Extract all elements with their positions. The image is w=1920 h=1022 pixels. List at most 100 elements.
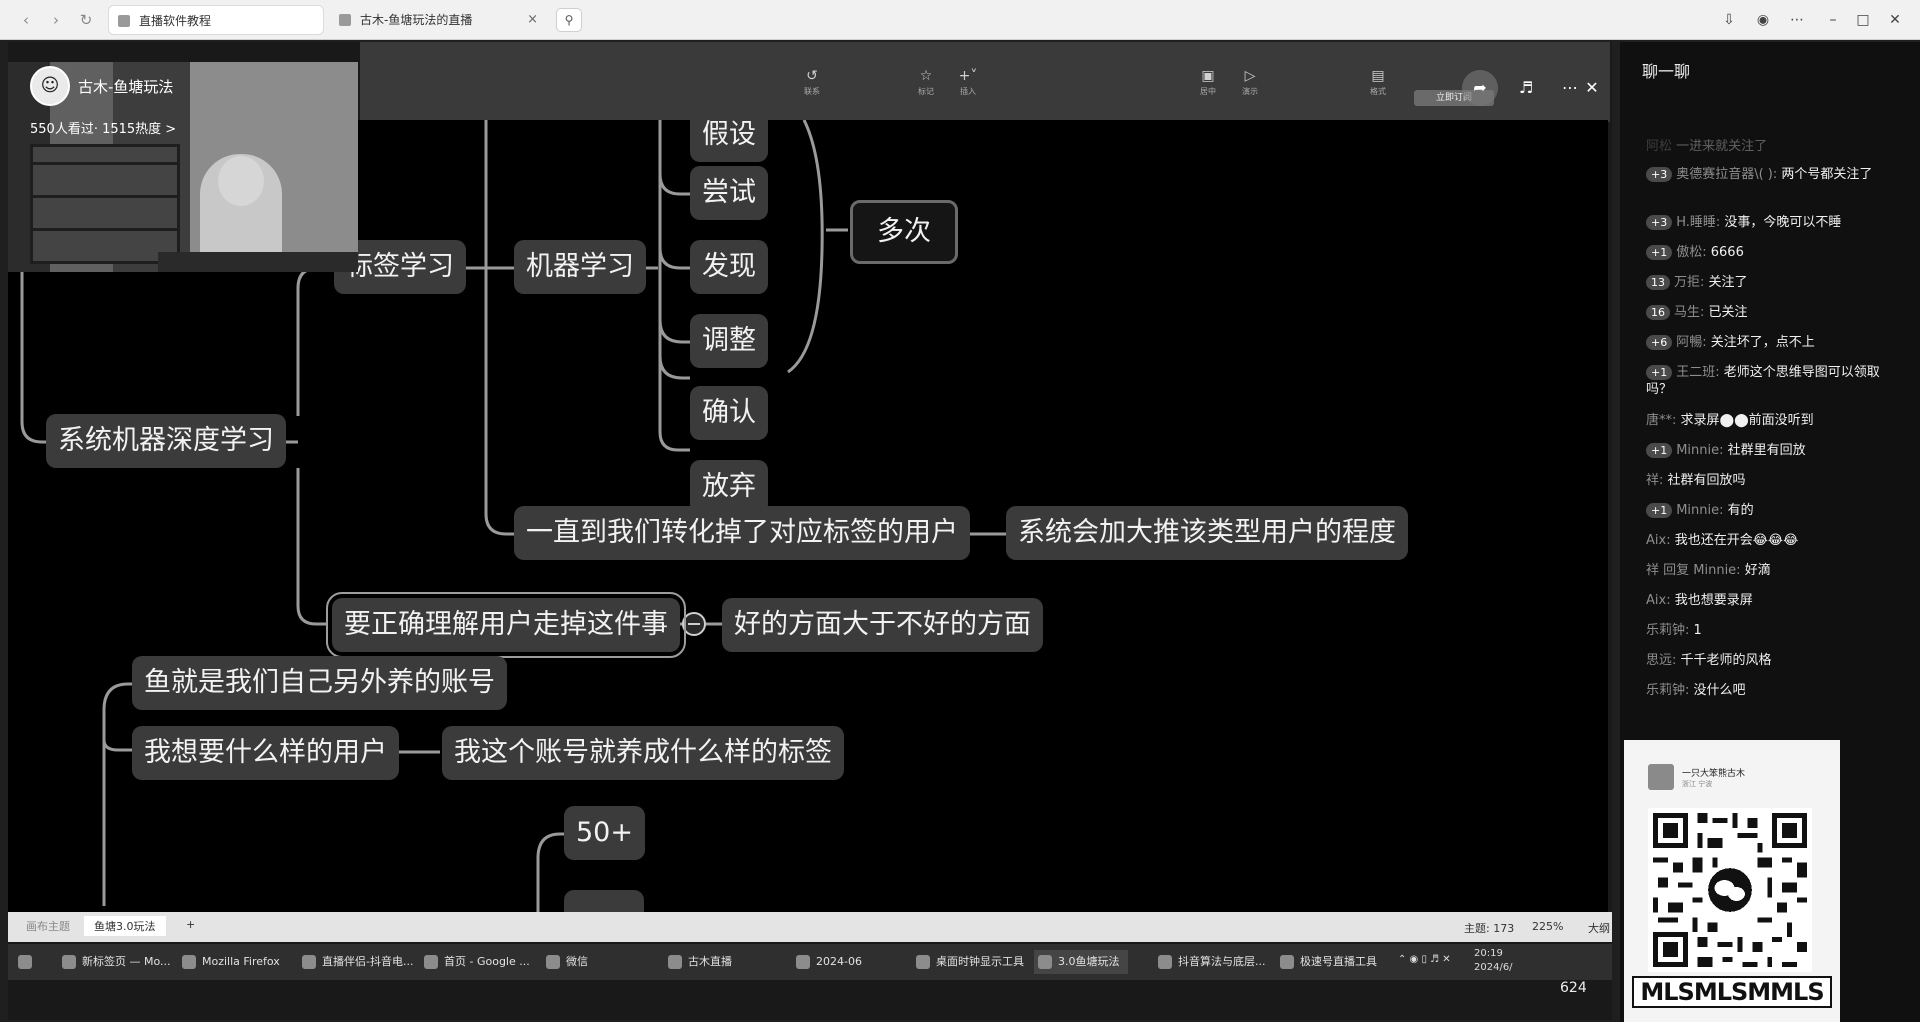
taskbar-item[interactable]: 直播伴侣-抖音电... [298, 950, 413, 974]
qr-owner-location: 浙江 宁波 [1682, 780, 1713, 788]
mindmap-node-until-converted[interactable]: 一直到我们转化掉了对应标签的用户 [514, 506, 970, 560]
clock-date: 2024/6/ [1474, 962, 1513, 973]
mindmap-node-system-deep-learning[interactable]: 系统机器深度学习 [46, 414, 286, 468]
reload-icon[interactable]: ↻ [79, 11, 93, 29]
forward-icon[interactable]: › [53, 11, 59, 29]
tool-center[interactable]: ▣居中 [1200, 68, 1216, 96]
taskbar-item[interactable]: 古木直播 [664, 950, 732, 974]
mindmap-node-account-tags[interactable]: 我这个账号就养成什么样的标签 [442, 726, 844, 780]
zoom-level[interactable]: 225% [1532, 920, 1564, 933]
download-icon[interactable]: ⇩ [1723, 12, 1735, 28]
chat-message: 祥 回复 Minnie: 好滴 [1646, 563, 1771, 578]
mindmap-node-fish-accounts[interactable]: 鱼就是我们自己另外养的账号 [132, 656, 507, 710]
viewer-count: 624 [1560, 980, 1587, 996]
wechat-qr-code [1648, 808, 1812, 972]
share-icon[interactable]: ➦ [1462, 70, 1498, 106]
mindmap-node-multiple[interactable]: 多次 [850, 200, 958, 264]
sheet-tab-active[interactable]: 鱼塘3.0玩法 [84, 916, 166, 936]
mindmap-node-hypothesis[interactable]: 假设 [690, 120, 768, 162]
tool-format[interactable]: ▤格式 [1370, 68, 1386, 96]
tool-insert[interactable]: +˅插入 [958, 68, 978, 96]
qr-code-card: 一只大笨熊古木 浙江 宁波 MLSMLSMMLS [1624, 740, 1840, 1022]
tray-icons[interactable]: ⌃ ◉ ▯ ♬ ✕ [1398, 954, 1451, 965]
mindmap-node-50-plus[interactable]: 50+ [564, 806, 645, 860]
tab-live-tutorial[interactable]: 直播软件教程 [108, 5, 324, 35]
maximize-icon[interactable]: □ [1856, 12, 1870, 28]
host-name[interactable]: 古木-鱼塘玩法 [78, 78, 174, 96]
tab-label: 直播软件教程 [139, 14, 212, 28]
windows-taskbar: 新标签页 — Mo... Mozilla Firefox 直播伴侣-抖音电...… [8, 944, 1612, 980]
minimize-icon[interactable]: – [1829, 12, 1837, 28]
windows-start-icon[interactable] [14, 950, 34, 974]
qr-owner-avatar [1648, 764, 1674, 790]
mindmap-node-adjust[interactable]: 调整 [690, 314, 768, 368]
chat-message: Aix: 我也想要录屏 [1646, 593, 1753, 608]
globe-icon[interactable]: ◉ [1756, 12, 1770, 28]
chat-message: Aix: 我也还在开会😂😂😂 [1646, 533, 1799, 548]
mindmap-node-desired-users[interactable]: 我想要什么样的用户 [132, 726, 399, 780]
chat-message: 唐**: 求录屏⬤⬤前面没听到 [1646, 413, 1814, 428]
mindmap-status-bar: 画布主题 鱼塘3.0玩法 + 主题: 173 225% 大纲 [8, 912, 1612, 942]
qr-owner-name: 一只大笨熊古木 [1682, 769, 1746, 779]
page-icon [118, 15, 130, 27]
topic-count: 主题: 173 [1464, 922, 1515, 935]
taskbar-item[interactable]: 微信 [542, 950, 588, 974]
close-window-icon[interactable]: ✕ [1889, 12, 1901, 28]
more-icon[interactable]: ⋯ [1562, 78, 1578, 97]
tool-mark[interactable]: ☆标记 [918, 68, 934, 96]
taskbar-item[interactable]: 极速号直播工具 [1276, 950, 1377, 974]
chat-message: 乐莉钟: 没什么吧 [1646, 683, 1746, 698]
tool-present[interactable]: ▷演示 [1242, 68, 1258, 96]
chat-message: 乐莉钟: 1 [1646, 623, 1702, 638]
mindmap-node-confirm[interactable]: 确认 [690, 386, 768, 440]
add-sheet-button[interactable]: + [186, 918, 196, 931]
taskbar-item-active[interactable]: 3.0鱼塘玩法 [1034, 950, 1128, 974]
back-icon[interactable]: ‹ [23, 11, 29, 29]
tab-label: 古木-鱼塘玩法的直播 [360, 13, 473, 27]
taskbar-item[interactable]: 新标签页 — Mo... [58, 950, 171, 974]
chat-message: 思远: 千千老师的风格 [1646, 653, 1772, 668]
mindmap-node-try[interactable]: 尝试 [690, 166, 768, 220]
search-icon[interactable]: ⚲ [556, 8, 582, 32]
chat-message: 祥: 社群有回放吗 [1646, 473, 1746, 488]
outline-toggle[interactable]: 大纲 [1588, 922, 1610, 935]
chat-title: 聊一聊 [1642, 62, 1691, 81]
menu-icon[interactable]: ⋯ [1790, 12, 1804, 28]
mindmap-toolbar: ↺联系 ☆标记 +˅插入 ▣居中 ▷演示 ▤格式 [360, 42, 1610, 122]
sound-icon [339, 14, 351, 26]
host-avatar[interactable]: ☺ [30, 66, 70, 106]
close-tab-icon[interactable]: × [527, 12, 538, 27]
mindmap-node-system-boost[interactable]: 系统会加大推该类型用户的程度 [1006, 506, 1408, 560]
qr-caption: MLSMLSMMLS [1632, 976, 1832, 1008]
mindmap-node-user-leaving[interactable]: 要正确理解用户走掉这件事 [326, 592, 686, 658]
tool-link[interactable]: ↺联系 [804, 68, 820, 96]
sheet-tab-theme[interactable]: 画布主题 [26, 920, 70, 933]
mindmap-node-machine-learning[interactable]: 机器学习 [514, 240, 646, 294]
bookshelf [30, 144, 180, 264]
chat-message: 阿松 一进来就关注了 [1646, 139, 1768, 154]
taskbar-item[interactable]: 首页 - Google ... [420, 950, 530, 974]
taskbar-item[interactable]: 2024-06 [792, 950, 862, 974]
clock-time: 20:19 [1474, 948, 1503, 959]
taskbar-item[interactable]: 桌面时钟显示工具 [912, 950, 1024, 974]
host-info: ☺ 古木-鱼塘玩法 550人看过· 1515热度 > [28, 64, 288, 144]
taskbar-item[interactable]: Mozilla Firefox [178, 950, 280, 974]
close-icon[interactable]: ✕ [1585, 78, 1599, 97]
volume-icon[interactable]: ♬ [1518, 78, 1534, 97]
mindmap-node-partial[interactable] [564, 890, 644, 912]
mindmap-node-pros-outweigh[interactable]: 好的方面大于不好的方面 [722, 598, 1043, 652]
viewer-stats[interactable]: 550人看过· 1515热度 > [30, 122, 177, 137]
tab-live-stream[interactable]: 古木-鱼塘玩法的直播 × [330, 5, 546, 35]
mindmap-node-discover[interactable]: 发现 [690, 240, 768, 294]
taskbar-item[interactable]: 抖音算法与底层... [1154, 950, 1266, 974]
mindmap-node-give-up[interactable]: 放弃 [690, 460, 768, 514]
